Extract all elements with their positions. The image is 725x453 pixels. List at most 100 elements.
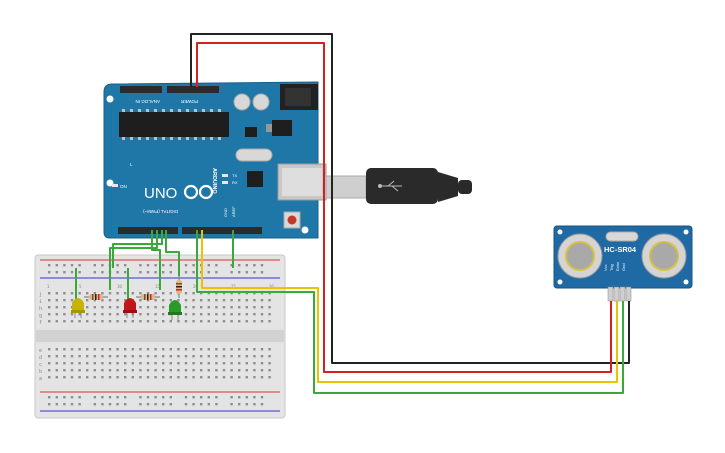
- breadboard-hole: [192, 306, 195, 309]
- breadboard-hole: [139, 299, 142, 302]
- breadboard-hole: [55, 376, 58, 379]
- breadboard-hole: [268, 355, 271, 358]
- breadboard-hole: [268, 320, 271, 323]
- breadboard-hole: [177, 320, 180, 323]
- breadboard-hole: [93, 271, 96, 274]
- breadboard-hole: [230, 320, 233, 323]
- breadboard-hole: [215, 313, 218, 316]
- breadboard-hole: [154, 376, 157, 379]
- breadboard-hole: [124, 355, 127, 358]
- breadboard-hole: [245, 396, 248, 399]
- breadboard-hole: [200, 355, 203, 358]
- breadboard-hole: [215, 396, 218, 399]
- mounting-hole: [301, 226, 309, 234]
- reset-button[interactable]: [283, 211, 301, 229]
- breadboard-hole: [162, 403, 165, 406]
- breadboard-hole: [245, 369, 248, 372]
- arduino-uno-board: ANALOG IN POWER: [103, 81, 327, 239]
- breadboard-hole: [215, 355, 218, 358]
- breadboard-hole: [124, 362, 127, 365]
- row-letter: g: [39, 313, 42, 319]
- breadboard-hole: [78, 292, 81, 295]
- row-letters-top: j i h g f: [39, 292, 42, 326]
- breadboard-hole: [86, 348, 89, 351]
- breadboard-hole: [146, 299, 150, 302]
- wire-green-pin-c: [151, 230, 161, 290]
- breadboard-hole: [63, 264, 66, 267]
- breadboard-hole: [116, 292, 119, 295]
- breadboard-hole: [131, 369, 134, 372]
- breadboard-hole: [192, 320, 195, 323]
- breadboard-hole: [86, 362, 89, 365]
- breadboard-hole: [146, 313, 150, 316]
- breadboard-hole: [230, 292, 233, 295]
- breadboard-hole: [169, 348, 172, 351]
- breadboard-hole: [48, 299, 51, 302]
- breadboard-hole: [86, 320, 89, 323]
- breadboard-hole: [154, 396, 157, 399]
- breadboard-hole: [245, 348, 248, 351]
- breadboard-hole: [260, 396, 264, 399]
- row-letter: f: [39, 320, 42, 326]
- breadboard-hole: [124, 264, 127, 267]
- breadboard-hole: [139, 292, 142, 295]
- breadboard-hole: [245, 362, 248, 365]
- breadboard-hole: [86, 299, 89, 302]
- breadboard-hole: [139, 355, 142, 358]
- column-number: 5: [79, 284, 82, 289]
- breadboard-hole: [230, 306, 233, 309]
- led-red: [123, 298, 137, 318]
- breadboard-hole: [192, 264, 195, 267]
- breadboard-hole: [253, 264, 256, 267]
- breadboard-hole: [55, 348, 58, 351]
- breadboard-hole: [139, 369, 142, 372]
- breadboard-hole: [116, 264, 119, 267]
- breadboard-hole: [184, 355, 188, 358]
- breadboard-hole: [55, 292, 58, 295]
- breadboard-hole: [48, 348, 51, 351]
- tx-led: [222, 174, 228, 177]
- breadboard-hole: [207, 264, 210, 267]
- breadboard-hole: [93, 320, 96, 323]
- breadboard-hole: [63, 355, 66, 358]
- breadboard-hole: [200, 306, 203, 309]
- breadboard-hole: [200, 299, 203, 302]
- breadboard-hole: [154, 271, 157, 274]
- breadboard-hole: [238, 362, 241, 365]
- breadboard-hole: [78, 403, 81, 406]
- breadboard-hole: [162, 369, 165, 372]
- breadboard-hole: [162, 271, 165, 274]
- breadboard-hole: [139, 306, 142, 309]
- breadboard-hole: [169, 292, 172, 295]
- breadboard-hole: [124, 376, 127, 379]
- breadboard-hole: [253, 320, 256, 323]
- board-model-text: UNO: [144, 185, 177, 202]
- breadboard-hole: [124, 320, 127, 323]
- breadboard-hole: [238, 271, 241, 274]
- breadboard-hole: [169, 299, 172, 302]
- breadboard-hole: [146, 376, 150, 379]
- breadboard-hole: [169, 403, 172, 406]
- breadboard-hole: [154, 369, 157, 372]
- breadboard-hole: [55, 264, 58, 267]
- usb-icon: [378, 180, 402, 192]
- breadboard-hole: [101, 403, 104, 406]
- breadboard-hole: [131, 292, 134, 295]
- digital-header-high: [118, 227, 178, 234]
- breadboard-hole: [268, 348, 271, 351]
- breadboard-hole: [101, 306, 104, 309]
- breadboard-hole: [222, 306, 226, 309]
- breadboard-hole: [124, 271, 127, 274]
- breadboard-hole: [101, 362, 104, 365]
- breadboard-hole: [116, 320, 119, 323]
- breadboard-hole: [253, 292, 256, 295]
- digital-header-low: [182, 227, 262, 234]
- breadboard-hole: [70, 320, 74, 323]
- rx-led: [222, 181, 228, 184]
- breadboard-hole: [116, 362, 119, 365]
- column-number: 30: [269, 284, 274, 289]
- breadboard-hole: [124, 369, 127, 372]
- breadboard-hole: [70, 396, 74, 399]
- breadboard-hole: [207, 403, 210, 406]
- breadboard-hole: [48, 403, 51, 406]
